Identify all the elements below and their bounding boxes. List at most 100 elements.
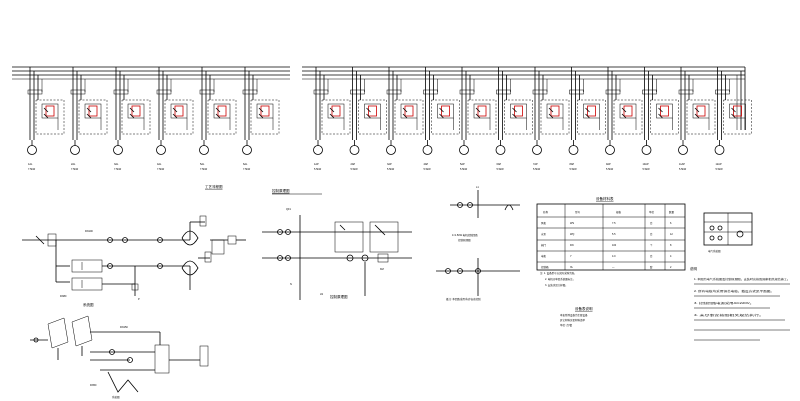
table-cell: Y bbox=[570, 255, 572, 258]
branch-label: 8AP bbox=[570, 163, 575, 166]
branch-circuit: 8AP 5.5kW bbox=[568, 67, 606, 171]
branch-circuit: 10AP 5.5kW bbox=[641, 67, 679, 171]
svg-text:DN100: DN100 bbox=[85, 230, 93, 233]
piping-a-title: 工艺流程图 bbox=[205, 184, 223, 189]
table-header-0: 名称 bbox=[543, 210, 549, 214]
symbol-table: 电气系统图 bbox=[703, 212, 753, 253]
table-cell: 个 bbox=[650, 243, 653, 247]
table-header-2: 规格 bbox=[616, 210, 622, 214]
svg-text:2. 电机功率见系统图标注。: 2. 电机功率见系统图标注。 bbox=[545, 277, 575, 281]
right-busbar bbox=[302, 66, 746, 130]
table-cell: DN bbox=[570, 244, 574, 247]
branch-label: 10AP bbox=[643, 163, 649, 166]
left-busbar bbox=[12, 66, 290, 80]
svg-text:注: 1. 设备型号以实际采购为准。: 注: 1. 设备型号以实际采购为准。 bbox=[540, 271, 577, 275]
table-caption: 设备表说明 bbox=[575, 306, 593, 311]
branch-label: 2AL bbox=[71, 163, 76, 166]
symbol-table-caption: 电气系统图 bbox=[708, 249, 721, 253]
table-notes: 注: 1. 设备型号以实际采购为准。 2. 电机功率见系统图标注。 3. 安装详… bbox=[540, 271, 593, 327]
branch-label: 3AP bbox=[387, 163, 392, 166]
table-cell: 100 bbox=[612, 244, 617, 247]
note-3: 4. 未尽事宜按照相关规范执行。 bbox=[694, 313, 764, 317]
table-header-1: 型号 bbox=[575, 210, 581, 214]
branch-circuit: 3AL 7.5kW bbox=[113, 67, 151, 171]
table-cell: 4.0 bbox=[612, 255, 616, 258]
branch-sublabel: 5.5kW bbox=[533, 168, 541, 171]
table-cell: WQ bbox=[570, 233, 574, 236]
branch-circuit: 7AP 5.5kW bbox=[532, 67, 570, 171]
branch-circuit: 1AL 7.5kW bbox=[27, 67, 65, 171]
branch-label: 1AL bbox=[28, 163, 33, 166]
table-title: 设备材料表 bbox=[596, 196, 614, 201]
note-2: 3. 控制回路电源采用AC220V。 bbox=[694, 301, 754, 305]
svg-text:QF1: QF1 bbox=[286, 208, 291, 211]
branch-sublabel: 5.5kW bbox=[314, 168, 322, 171]
svg-text:DN150: DN150 bbox=[120, 326, 128, 329]
branch-sublabel: 7.5kW bbox=[157, 168, 165, 171]
branch-sublabel: 7.5kW bbox=[71, 168, 79, 171]
control-diagram-small: L1 1=1.5kW 电机控制回路 控制原理图 备注: 本回路采用手动/自动控制 bbox=[436, 186, 520, 301]
branch-sublabel: 7.5kW bbox=[243, 168, 251, 171]
note-0: 1. 本图为电气系统图及控制原理图，安装时应按照国家相关规范施工。 bbox=[694, 277, 790, 281]
branch-sublabel: 5.5kW bbox=[606, 168, 614, 171]
table-cell: 风机 bbox=[541, 221, 547, 225]
branch-label: 4AP bbox=[424, 163, 429, 166]
table-cell: 电机 bbox=[541, 254, 547, 258]
table-cell: 阀门 bbox=[541, 243, 547, 247]
branch-sublabel: 5.5kW bbox=[460, 168, 468, 171]
svg-text:DN80: DN80 bbox=[60, 295, 67, 298]
branch-label: 1AP bbox=[314, 163, 319, 166]
left-branch-group: 1AL 7.5kW 2AL 7.5kW 3AL 7.5kW 4AL 7.5kW 5AL 7.5kW… bbox=[27, 67, 280, 171]
table-header-4: 数量 bbox=[669, 210, 675, 214]
branch-label: 5AL bbox=[200, 163, 205, 166]
svg-text:1=1.5kW 电机控制回路: 1=1.5kW 电机控制回路 bbox=[452, 233, 478, 237]
branch-label: 3AL bbox=[114, 163, 119, 166]
branch-label: 4AL bbox=[157, 163, 162, 166]
branch-circuit: 12AP 5.5kW bbox=[714, 67, 752, 171]
table-cell: — bbox=[612, 266, 615, 269]
piping-b-caption: 系统图 bbox=[112, 395, 120, 399]
branch-circuit: 5AL 7.5kW bbox=[199, 67, 237, 171]
table-cell: 8 bbox=[670, 244, 672, 247]
branch-label: 12AP bbox=[716, 163, 722, 166]
svg-text:LN: LN bbox=[320, 293, 323, 296]
branch-label: 7AP bbox=[533, 163, 538, 166]
note-1: 2. 所有电缆均采用铜芯电缆，敷设方式见平面图。 bbox=[694, 289, 774, 293]
piping-diagram-a: 工艺流程图 DN100 DN80 P 系统图 bbox=[22, 184, 246, 307]
table-cell: 7.5 bbox=[612, 222, 616, 225]
table-header-3: 单位 bbox=[649, 210, 655, 214]
branch-label: 6AP bbox=[497, 163, 502, 166]
table-cell: 台 bbox=[650, 221, 653, 225]
svg-text:本表所列设备为主要设备: 本表所列设备为主要设备 bbox=[560, 313, 588, 317]
table-cell: WS bbox=[570, 222, 574, 225]
branch-sublabel: 5.5kW bbox=[570, 168, 578, 171]
control-diagram: 控制原理图 QF1 N LN KM 控制原理图 bbox=[262, 188, 412, 300]
table-cell: 台 bbox=[650, 232, 653, 236]
piping-diagram-b: DN150 DN50 系统图 bbox=[30, 315, 209, 399]
branch-sublabel: 5.5kW bbox=[643, 168, 651, 171]
svg-text:P: P bbox=[138, 298, 140, 301]
svg-text:其它材料详见材料清单: 其它材料详见材料清单 bbox=[560, 318, 586, 322]
svg-text:DN50: DN50 bbox=[90, 384, 97, 387]
notes-title: 说明 bbox=[690, 266, 698, 271]
branch-sublabel: 5.5kW bbox=[716, 168, 724, 171]
branch-label: 5AP bbox=[460, 163, 465, 166]
branch-sublabel: 5.5kW bbox=[679, 168, 687, 171]
svg-text:L1: L1 bbox=[476, 186, 479, 189]
piping-a-caption: 系统图 bbox=[83, 302, 94, 307]
table-cell: 2 bbox=[670, 266, 672, 269]
control-a-title: 控制原理图 bbox=[272, 188, 290, 193]
branch-sublabel: 7.5kW bbox=[200, 168, 208, 171]
notes-block: 说明 1. 本图为电气系统图及控制原理图，安装时应按照国家相关规范施工。 2. … bbox=[690, 266, 790, 341]
branch-label: 2AP bbox=[351, 163, 356, 166]
branch-sublabel: 7.5kW bbox=[28, 168, 36, 171]
branch-circuit: 5AP 5.5kW bbox=[459, 67, 497, 171]
branch-sublabel: 7.5kW bbox=[114, 168, 122, 171]
branch-circuit: 4AL 7.5kW bbox=[156, 67, 194, 171]
